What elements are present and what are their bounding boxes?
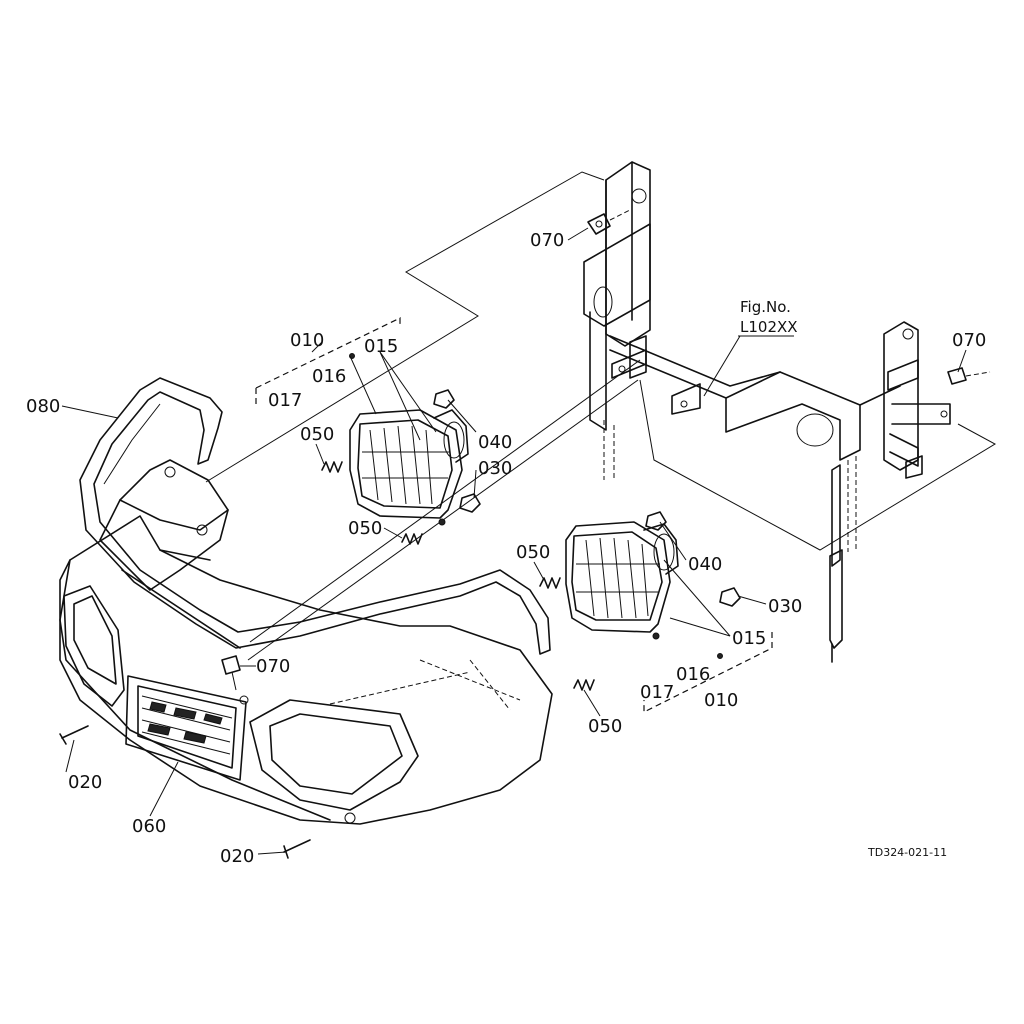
- headlight-unit-left: [349, 409, 469, 526]
- callout-020-left: 020: [68, 772, 102, 793]
- bolt-070-top: [587, 209, 631, 235]
- callout-070-center: 070: [256, 656, 290, 677]
- callout-070-right: 070: [952, 330, 986, 351]
- callout-016-right: 016: [676, 664, 710, 685]
- fig-number: L102XX: [740, 318, 798, 336]
- callout-040-left: 040: [478, 432, 512, 453]
- screw-020-bottom: [283, 839, 311, 859]
- figure-reference: Fig.No. L102XX: [738, 298, 798, 337]
- headlight-unit-right: [565, 521, 679, 640]
- callout-030-right: 030: [768, 596, 802, 617]
- leader-lines: [61, 227, 967, 855]
- assembly-outline: [205, 171, 997, 661]
- callout-050-d: 050: [588, 716, 622, 737]
- nut-040-right: [645, 511, 667, 531]
- kit-group-010-right: [643, 632, 773, 713]
- kit-group-010-left: [255, 317, 401, 408]
- callout-015-right: 015: [732, 628, 766, 649]
- callout-017-left: 017: [268, 390, 302, 411]
- callout-010-left: 010: [290, 330, 324, 351]
- screw-020-left: [59, 725, 89, 745]
- callout-050-b: 050: [348, 518, 382, 539]
- spring-050-d: [573, 679, 595, 691]
- light-shroud: [99, 459, 229, 591]
- callout-030-left: 030: [478, 458, 512, 479]
- callout-050-c: 050: [516, 542, 550, 563]
- nut-040-left: [433, 389, 455, 409]
- bolt-070-right: [947, 367, 991, 385]
- callout-080: 080: [26, 396, 60, 417]
- nut-030-left: [459, 493, 481, 513]
- callout-050-a: 050: [300, 424, 334, 445]
- callout-017-right: 017: [640, 682, 674, 703]
- callout-010-right: 010: [704, 690, 738, 711]
- fig-no-label: Fig.No.: [740, 298, 791, 316]
- callout-070-top: 070: [530, 230, 564, 251]
- mounting-bracket-frame: [583, 161, 951, 663]
- nut-030-right: [719, 587, 741, 607]
- spring-050-c: [539, 577, 561, 589]
- callout-060: 060: [132, 816, 166, 837]
- spring-050-a: [321, 461, 343, 473]
- front-cowl-060: [59, 515, 553, 825]
- callout-020-bottom: 020: [220, 846, 254, 867]
- bolt-070-center: [221, 655, 241, 691]
- guard-frame-080: [79, 377, 551, 655]
- drawing-code: TD324-021-11: [867, 846, 947, 859]
- callout-040-right: 040: [688, 554, 722, 575]
- callout-015-left: 015: [364, 336, 398, 357]
- spring-050-b: [401, 533, 423, 545]
- callout-016-left: 016: [312, 366, 346, 387]
